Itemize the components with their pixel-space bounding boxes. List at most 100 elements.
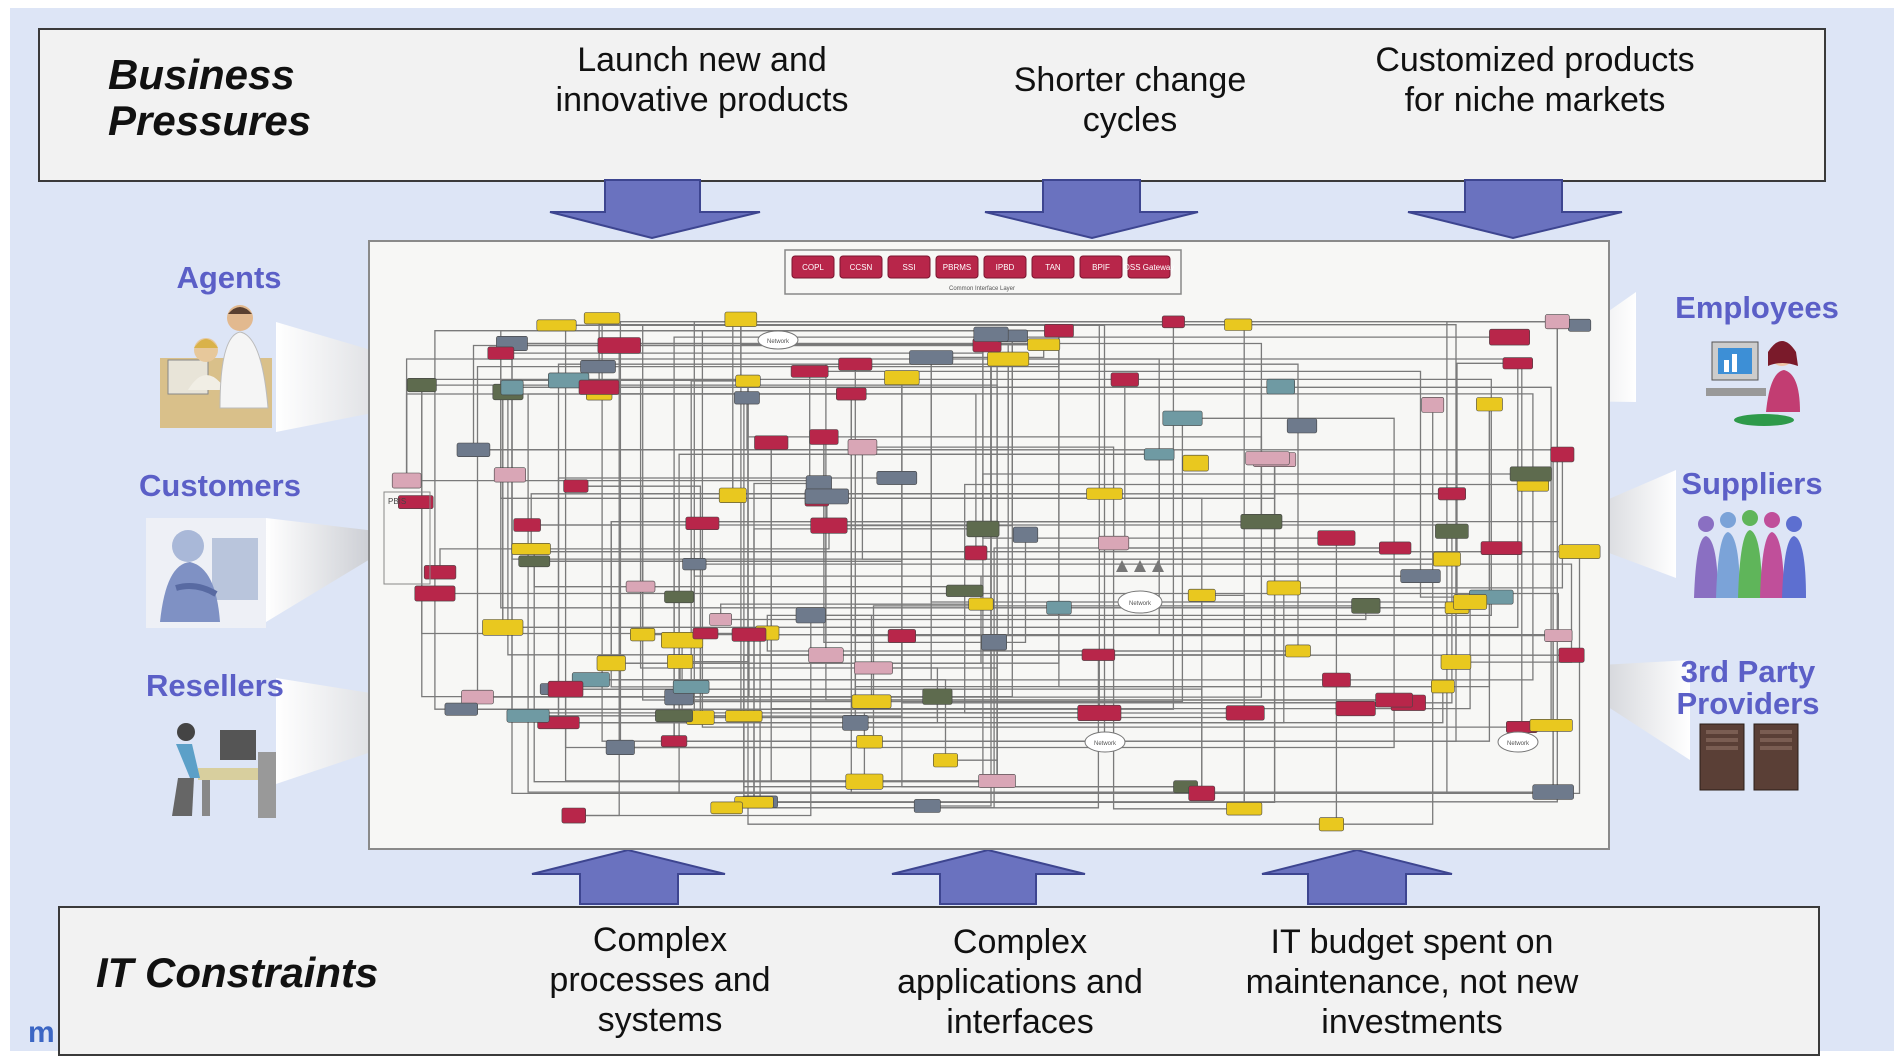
system-node: [1225, 705, 1265, 721]
constraint-complex-processes: Complex processes and systems: [549, 921, 771, 1039]
interface-wire: [754, 459, 1276, 803]
system-node: [1286, 418, 1318, 434]
interface-wire: [476, 365, 598, 698]
system-node: [1421, 397, 1445, 413]
svg-text:Network: Network: [1094, 741, 1117, 747]
system-node: [655, 709, 693, 723]
it-constraints-heading: IT Constraints: [96, 949, 379, 996]
interface-wire: [473, 397, 748, 451]
interface-wire: [1124, 378, 1492, 598]
system-node: [1027, 338, 1061, 351]
down-arrows: [549, 179, 1623, 240]
system-node: [876, 471, 918, 485]
interface-wire: [533, 561, 641, 588]
system-node: [1266, 580, 1301, 596]
interface-wire: [863, 712, 1100, 782]
interface-wire: [461, 697, 680, 710]
interface-wire: [620, 700, 1395, 749]
top-system-label: SSI: [903, 263, 916, 272]
system-node: [1558, 544, 1601, 559]
top-system-label: CCSN: [850, 263, 873, 272]
down-arrow-icon: [984, 179, 1199, 240]
system-node: [809, 429, 839, 445]
system-node: [493, 467, 526, 483]
system-node: [1182, 454, 1209, 472]
system-node: [444, 702, 479, 716]
interface-wire: [1182, 417, 1395, 700]
constraint-it-budget: IT budget spent on maintenance, not new …: [1245, 923, 1579, 1041]
system-node: [506, 708, 550, 723]
system-node: [1046, 600, 1072, 615]
system-node: [1431, 679, 1455, 694]
interface-wire: [674, 404, 1491, 742]
top-system-node: [1079, 255, 1123, 279]
system-node: [1081, 648, 1116, 661]
business-pressures-heading: Business Pressures: [108, 51, 312, 144]
interface-wire: [1201, 551, 1581, 795]
system-node: [1453, 594, 1488, 610]
system-node: [1335, 700, 1376, 717]
system-node: [482, 619, 524, 636]
system-node: [1266, 378, 1295, 395]
interface-wire: [701, 523, 1522, 728]
system-node: [1476, 397, 1503, 412]
system-node: [1400, 569, 1441, 584]
system-node: [966, 520, 1000, 538]
system-node: [406, 378, 437, 393]
tower-icons: [1116, 560, 1164, 572]
system-node: [709, 613, 733, 626]
system-node: [804, 488, 849, 505]
system-node: [1509, 466, 1552, 482]
system-node: [735, 374, 761, 388]
system-node: [810, 517, 848, 534]
stakeholder-customers: Customers: [139, 468, 301, 503]
system-node: [1440, 654, 1472, 670]
network-cloud: Network: [1084, 731, 1126, 753]
system-node: [1544, 629, 1573, 642]
system-node: [456, 442, 491, 457]
interface-wire: [599, 386, 1552, 726]
interface-wire: [871, 418, 1184, 703]
interface-wire: [694, 563, 1573, 656]
system-node: [1550, 446, 1575, 463]
system-node: [1012, 526, 1039, 543]
system-node: [660, 631, 704, 649]
system-node: [1044, 324, 1074, 338]
system-node: [536, 319, 577, 332]
system-node: [854, 661, 893, 675]
system-node: [1437, 487, 1466, 501]
top-system-node: [983, 255, 1027, 279]
system-node: [414, 585, 456, 602]
system-node: [847, 439, 878, 456]
system-node: [397, 495, 434, 509]
reseller-desk-icon: [172, 723, 276, 818]
system-node: [500, 379, 524, 396]
interface-wire: [990, 334, 1409, 704]
system-node: [845, 773, 884, 790]
top-system-label: TAN: [1045, 263, 1061, 272]
interface-wire: [1238, 324, 1245, 809]
interface-wire: [639, 586, 874, 669]
up-arrow-icon: [1261, 848, 1453, 905]
interface-wire: [1283, 454, 1564, 589]
system-node: [1480, 541, 1523, 555]
system-node: [511, 542, 551, 555]
system-node: [1529, 718, 1573, 732]
system-node: [1161, 315, 1185, 329]
up-arrow-icon: [531, 848, 726, 905]
system-node: [981, 634, 1008, 651]
common-interface-layer-label: Common Interface Layer: [949, 286, 1015, 292]
system-node: [725, 710, 763, 723]
system-node: [1240, 513, 1283, 530]
interface-wire: [477, 521, 1263, 698]
network-cloud: Network: [1497, 731, 1539, 753]
system-node: [1143, 448, 1175, 461]
system-node: [1317, 530, 1356, 546]
system-node: [913, 799, 941, 813]
system-node: [692, 627, 719, 640]
system-node: [1224, 318, 1253, 331]
top-system-label: COPL: [802, 263, 824, 272]
top-system-node: [791, 255, 835, 279]
interface-wire: [1446, 559, 1554, 793]
